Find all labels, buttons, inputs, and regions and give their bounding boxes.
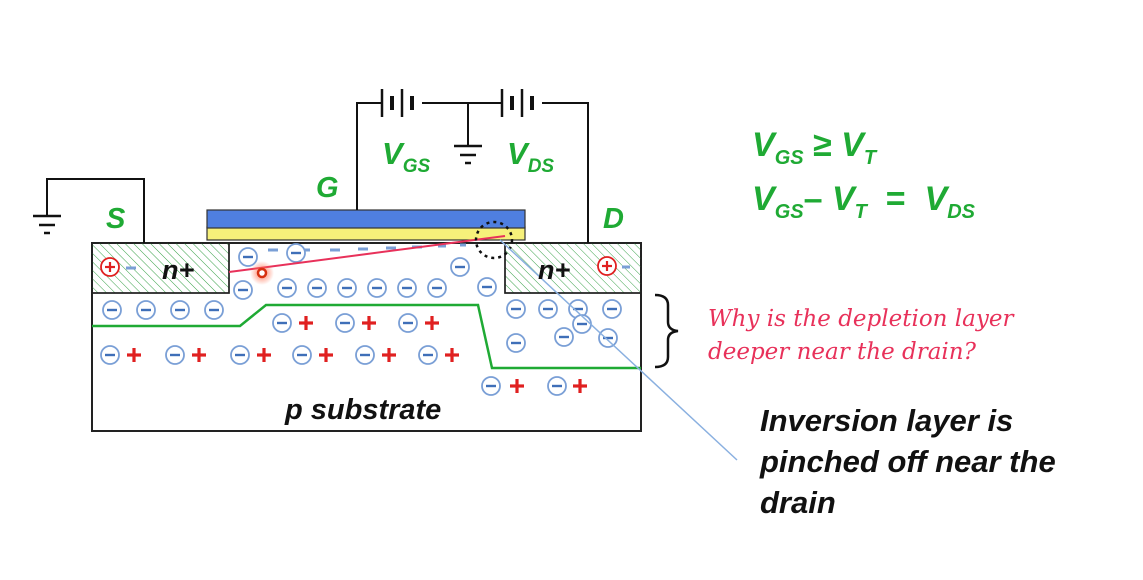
negative-ion [367, 278, 387, 298]
negative-ions [100, 243, 622, 396]
pinch-off-circle [474, 220, 514, 260]
drain-depletion-edge [504, 243, 641, 294]
vds-source-label: VDS [507, 136, 554, 177]
electron-path-line [228, 235, 506, 273]
source-depletion-edge [92, 243, 230, 294]
depletion-boundary-line [92, 303, 641, 370]
positive-holes [127, 316, 587, 393]
positive-hole [425, 316, 439, 330]
substrate-label: p substrate [284, 394, 441, 426]
negative-ion [238, 247, 258, 267]
depletion-bracket [654, 293, 679, 369]
vgs-source-label: VGS [382, 136, 430, 177]
negative-ion [170, 300, 190, 320]
negative-ion [598, 328, 618, 348]
condition-equation-1: VGS ≥ VT [752, 126, 877, 169]
positive-hole [257, 348, 271, 362]
negative-ion [233, 280, 253, 300]
positive-hole [362, 316, 376, 330]
negative-ion [506, 299, 526, 319]
positive-hole [573, 379, 587, 393]
negative-ion [307, 278, 327, 298]
electron-dot [256, 267, 268, 279]
negative-ion [547, 376, 567, 396]
source-label: S [106, 203, 126, 235]
drain-label: D [603, 203, 624, 235]
negative-ion [355, 345, 375, 365]
positive-hole [127, 348, 141, 362]
positive-hole [445, 348, 459, 362]
negative-ion [100, 345, 120, 365]
gate-label: G [316, 172, 339, 204]
pinch-off-caption: Inversion layer is pinched off near the … [760, 403, 1056, 520]
negative-ion [538, 299, 558, 319]
negative-ion [450, 257, 470, 277]
positive-hole [192, 348, 206, 362]
positive-hole [299, 316, 313, 330]
negative-ion [602, 299, 622, 319]
n-plus-drain-region [504, 242, 642, 294]
n-plus-hole-right [597, 256, 630, 276]
negative-ion [506, 333, 526, 353]
positive-hole [510, 379, 524, 393]
negative-ion [477, 277, 497, 297]
negative-ion [286, 243, 306, 263]
negative-ion [335, 313, 355, 333]
negative-ion [572, 314, 592, 334]
source-ground-wire [33, 178, 145, 243]
positive-hole [319, 348, 333, 362]
negative-ion [397, 278, 417, 298]
gate-electrode [206, 209, 526, 229]
negative-ion [398, 313, 418, 333]
negative-ion [165, 345, 185, 365]
negative-ion [204, 300, 224, 320]
negative-ion [481, 376, 501, 396]
negative-ion [418, 345, 438, 365]
negative-ion [136, 300, 156, 320]
negative-ion [277, 278, 297, 298]
pointer-line [499, 239, 738, 461]
n-plus-source-label: n+ [162, 255, 194, 285]
depletion-question: Why is the depletion layer deeper near t… [708, 306, 1014, 365]
negative-ion [292, 345, 312, 365]
positive-hole [382, 348, 396, 362]
negative-ion [230, 345, 250, 365]
negative-ion [427, 278, 447, 298]
negative-ion [102, 300, 122, 320]
n-plus-drain-label: n+ [538, 255, 570, 285]
negative-ion [337, 278, 357, 298]
negative-ion [272, 313, 292, 333]
bias-circuit [356, 89, 589, 243]
condition-equation-2: VGS– VT = VDS [752, 180, 975, 223]
negative-ion [554, 327, 574, 347]
n-plus-hole-left [100, 257, 120, 277]
